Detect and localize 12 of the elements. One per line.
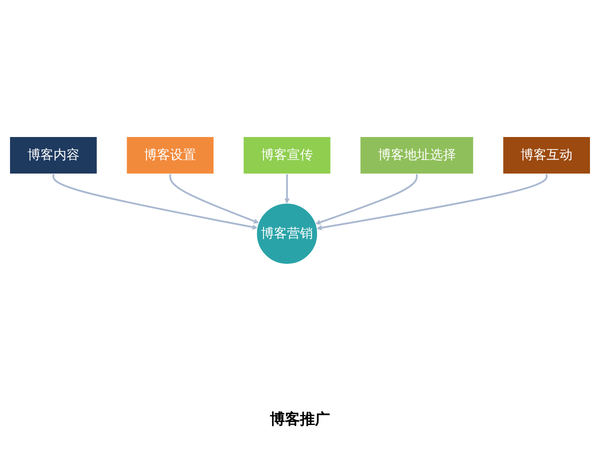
node-box: 博客互动 bbox=[502, 136, 591, 174]
arrow bbox=[169, 173, 259, 224]
node-box: 博客宣传 bbox=[243, 136, 331, 174]
arrow bbox=[284, 173, 290, 204]
caption: 博客推广 bbox=[270, 410, 330, 429]
node-box: 博客设置 bbox=[126, 136, 214, 174]
node-circle: 博客营销 bbox=[256, 202, 318, 264]
arrow bbox=[315, 173, 418, 224]
arrow bbox=[52, 173, 258, 230]
node-box: 博客地址选择 bbox=[360, 136, 474, 174]
arrow bbox=[316, 173, 548, 230]
node-box: 博客内容 bbox=[9, 136, 98, 174]
